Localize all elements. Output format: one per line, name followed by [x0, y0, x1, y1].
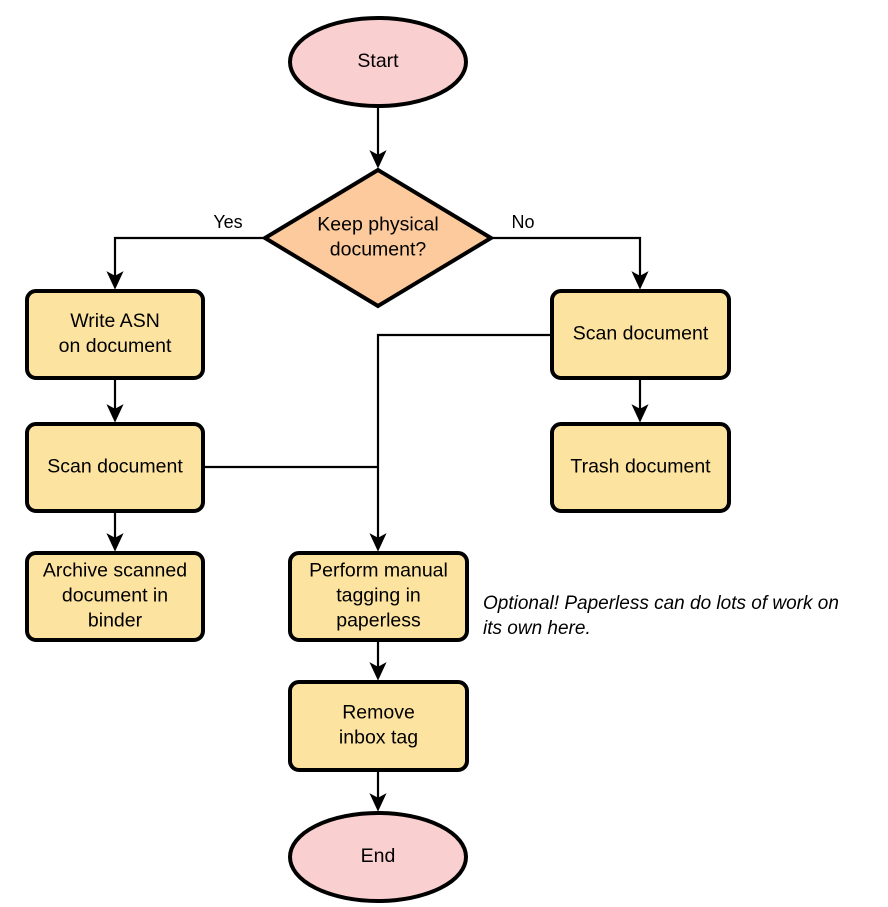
annotation-optional-note: Optional! Paperless can do lots of work … — [483, 593, 839, 639]
edge-label-yes: Yes — [213, 212, 242, 232]
node-start[interactable]: Start — [288, 16, 468, 108]
edge-label-no: No — [511, 212, 534, 232]
edge-path — [106, 236, 265, 290]
edge-decision-no-to-scan-right: No — [491, 212, 649, 290]
decision-shape[interactable] — [261, 167, 495, 309]
node-scan-document-right[interactable]: Scan document — [550, 289, 731, 380]
process-shape[interactable] — [25, 551, 205, 642]
edges-layer: Yes No — [106, 106, 649, 812]
process-shape[interactable] — [288, 551, 469, 642]
annotations-layer: Optional! Paperless can do lots of work … — [483, 593, 839, 639]
edge-path — [491, 236, 649, 290]
terminator-shape[interactable] — [288, 16, 468, 108]
edge-path — [369, 333, 552, 552]
terminator-shape[interactable] — [288, 811, 468, 903]
process-shape[interactable] — [25, 289, 205, 380]
edge-scan-right-to-manual-tagging — [369, 333, 552, 552]
node-label: Trash document — [570, 456, 711, 478]
edge-decision-yes-to-write-asn: Yes — [106, 212, 265, 290]
node-label: End — [361, 845, 396, 867]
process-shape[interactable] — [288, 680, 469, 772]
node-trash-document[interactable]: Trash document — [550, 422, 731, 513]
node-label: Start — [357, 50, 399, 72]
process-shape[interactable] — [550, 289, 731, 380]
process-shape[interactable] — [25, 422, 205, 513]
node-label: Scan document — [47, 456, 183, 478]
node-scan-document-left[interactable]: Scan document — [25, 422, 205, 513]
node-end[interactable]: End — [288, 811, 468, 903]
process-shape[interactable] — [550, 422, 731, 513]
node-label: Scan document — [573, 323, 709, 345]
